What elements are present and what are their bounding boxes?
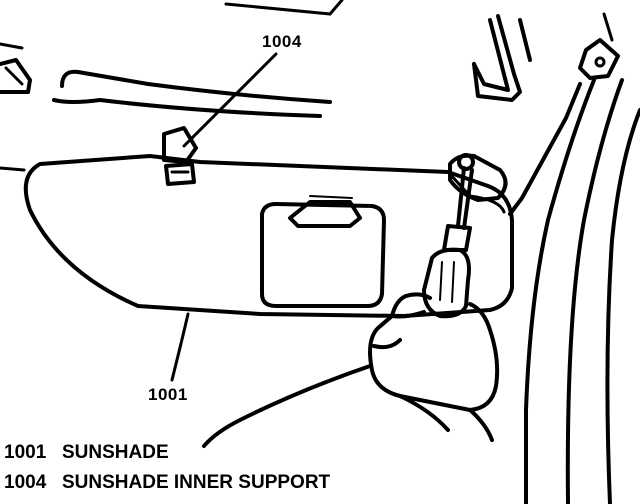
- leader-line-1001: [170, 312, 190, 382]
- roof-clip-left: [0, 58, 32, 94]
- sunshade-inner-support: [162, 126, 198, 186]
- sunshade: [23, 154, 514, 318]
- legend-item-label: SUNSHADE: [62, 442, 169, 463]
- hand: [202, 292, 500, 448]
- legend-item-label: SUNSHADE INNER SUPPORT: [62, 472, 331, 493]
- windshield-pillar: [472, 12, 640, 504]
- headliner-lines: [0, 0, 344, 172]
- vanity-mirror: [260, 195, 386, 308]
- screwdriver: [422, 166, 474, 319]
- legend-item-number: 1001: [4, 442, 47, 463]
- leader-lines: [170, 52, 278, 382]
- parts-legend: 1001 SUNSHADE 1004 SUNSHADE INNER SUPPOR…: [4, 442, 634, 502]
- callout-sunshade-inner-support: 1004: [262, 32, 302, 51]
- callout-sunshade: 1001: [148, 385, 188, 404]
- legend-item: 1004 SUNSHADE INNER SUPPORT: [4, 472, 634, 502]
- legend-item-number: 1004: [4, 472, 47, 493]
- legend-item: 1001 SUNSHADE: [4, 442, 634, 472]
- leader-line-1004: [182, 52, 278, 148]
